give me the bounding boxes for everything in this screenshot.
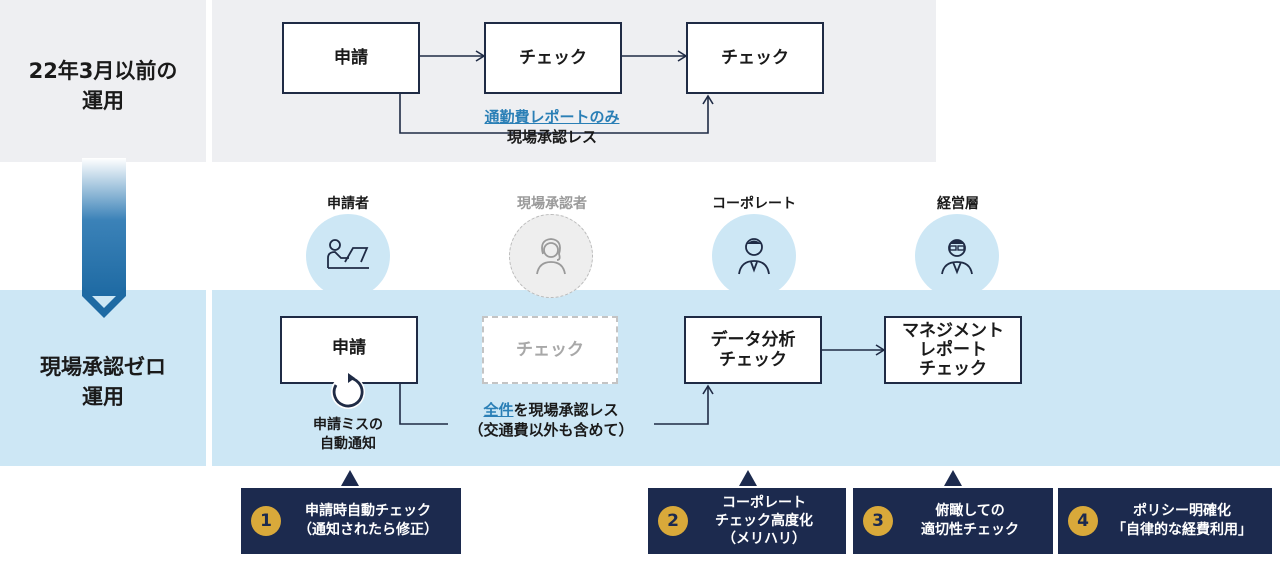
after-check-box-dimmed: チェック	[482, 316, 618, 384]
applicant-avatar	[306, 214, 390, 298]
executive-avatar	[915, 214, 999, 298]
approver-avatar	[509, 214, 593, 298]
badge3-pointer	[944, 470, 962, 486]
role-label-applicant: 申請者	[327, 196, 369, 212]
badge-2-line3: （メリハリ）	[722, 531, 806, 547]
executive-glasses-icon	[941, 239, 973, 275]
before-apply-box: 申請	[282, 22, 420, 94]
transition-arrow	[82, 158, 126, 318]
before-check-box-1: チェック	[484, 22, 622, 94]
auto-notice-line2: 自動通知	[320, 436, 376, 452]
badge-4-text: ポリシー明確化 「自律的な経費利用」	[1098, 502, 1272, 540]
badge2-pointer	[739, 470, 757, 486]
after-row-label-line1: 現場承認ゼロ	[40, 355, 166, 379]
after-bypass-note: 全件を現場承認レス （交通費以外も含めて）	[446, 400, 656, 440]
management-report-line3: チェック	[919, 358, 987, 379]
after-bypass-link: 全件	[483, 401, 514, 419]
badge-4-number: 4	[1068, 506, 1098, 536]
badge-4: 4 ポリシー明確化 「自律的な経費利用」	[1058, 488, 1272, 554]
badge-1-text: 申請時自動チェック （通知されたら修正）	[281, 502, 461, 540]
badge-1-line1: 申請時自動チェック	[305, 503, 431, 519]
refresh-icon	[331, 373, 365, 409]
badge-3-line2: 適切性チェック	[921, 522, 1019, 538]
after-row-label-band	[0, 290, 206, 466]
woman-icon	[536, 238, 566, 275]
badge-3-number: 3	[863, 506, 893, 536]
badge-2-line2: チェック高度化	[715, 513, 813, 529]
badge-3-text: 俯瞰しての 適切性チェック	[893, 502, 1053, 540]
data-analysis-line2: チェック	[719, 350, 787, 370]
badge-2: 2 コーポレート チェック高度化 （メリハリ）	[648, 488, 846, 554]
before-bypass-note: 通勤費レポートのみ 現場承認レス	[452, 107, 652, 147]
after-check-label-dimmed: チェック	[516, 340, 584, 360]
before-check-label-2: チェック	[721, 48, 789, 68]
after-apply-box: 申請	[280, 316, 418, 384]
badge-3-line1: 俯瞰しての	[935, 503, 1005, 519]
data-analysis-line1: データ分析	[710, 330, 796, 350]
role-label-executive: 経営層	[937, 196, 979, 212]
businessman-icon	[738, 238, 770, 275]
badge-4-line1: ポリシー明確化	[1133, 503, 1231, 519]
auto-notice-label: 申請ミスの 自動通知	[288, 416, 408, 454]
auto-notice-line1: 申請ミスの	[313, 417, 383, 433]
badge-2-number: 2	[658, 506, 688, 536]
after-bypass-text1: を現場承認レス	[513, 401, 619, 419]
before-row-label-line1: 22年3月以前の	[28, 59, 178, 83]
management-report-check-box: マネジメント レポート チェック	[884, 316, 1022, 384]
badge1-pointer	[341, 470, 359, 486]
before-row-label-band	[0, 0, 206, 162]
before-apply-label: 申請	[334, 48, 368, 68]
corporate-avatar	[712, 214, 796, 298]
badge-1: 1 申請時自動チェック （通知されたら修正）	[241, 488, 461, 554]
after-row-label-line2: 運用	[82, 385, 124, 409]
badge-4-line2: 「自律的な経費利用」	[1112, 522, 1252, 538]
role-label-approver: 現場承認者	[517, 196, 587, 212]
after-bypass-text2: （交通費以外も含めて）	[468, 421, 634, 439]
before-row-label-line2: 運用	[82, 89, 124, 113]
before-check-box-2: チェック	[686, 22, 824, 94]
before-row-label: 22年3月以前の 運用	[0, 56, 206, 116]
before-bypass-link: 通勤費レポートのみ	[484, 108, 620, 126]
badge-3: 3 俯瞰しての 適切性チェック	[853, 488, 1053, 554]
person-laptop-icon	[327, 239, 369, 269]
data-analysis-check-box: データ分析 チェック	[684, 316, 822, 384]
management-report-line2: レポート	[919, 339, 987, 360]
before-bypass-text: 現場承認レス	[506, 128, 597, 146]
management-report-line1: マネジメント	[902, 320, 1004, 341]
role-label-corporate: コーポレート	[712, 196, 796, 212]
after-row-label: 現場承認ゼロ 運用	[0, 352, 206, 412]
before-check-label-1: チェック	[519, 48, 587, 68]
after-apply-label: 申請	[332, 338, 366, 358]
badge-2-line1: コーポレート	[722, 495, 806, 511]
badge-1-line2: （通知されたら修正）	[298, 522, 438, 538]
badge-2-text: コーポレート チェック高度化 （メリハリ）	[688, 494, 846, 548]
badge-1-number: 1	[251, 506, 281, 536]
